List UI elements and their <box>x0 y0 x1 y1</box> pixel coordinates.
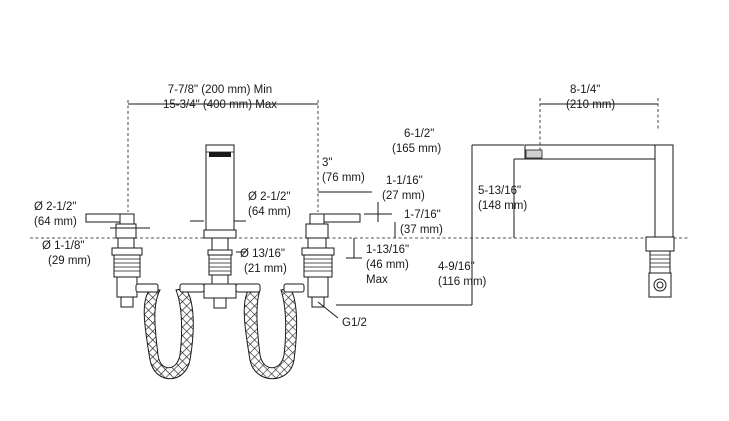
spout-side-view <box>524 144 675 298</box>
dimension-lines <box>110 98 659 319</box>
shank-dia-mm: (29 mm) <box>48 255 91 267</box>
max-deck-max: Max <box>366 274 388 286</box>
spout-reach-mm: (210 mm) <box>566 99 615 111</box>
handle-lever-mm: (37 mm) <box>400 224 443 236</box>
max-deck-in: 1-13/16" <box>366 244 409 256</box>
handle-top-mm: (27 mm) <box>382 190 425 202</box>
shank-dia-in: Ø 1-1/8" <box>42 240 84 252</box>
outlet-height-in: 5-13/16" <box>478 185 521 197</box>
spout-shank-dia-in: Ø 13/16" <box>240 248 285 260</box>
connection-label: G1/2 <box>342 317 367 329</box>
spout-reach-in: 8-1/4" <box>570 84 600 96</box>
right-handle-valve <box>301 213 361 308</box>
dimension-labels: 7-7/8" (200 mm) Min 15-3/4" (400 mm) Max… <box>34 84 615 329</box>
spout-shank-dia-mm: (21 mm) <box>244 263 287 275</box>
handle-spacing-min: 7-7/8" (200 mm) Min <box>168 84 272 96</box>
handle-escutcheon-dia-in: Ø 2-1/2" <box>34 201 76 213</box>
handle-height-in: 3" <box>322 157 332 169</box>
deck-to-connection-mm: (116 mm) <box>438 276 487 288</box>
handle-height-mm: (76 mm) <box>322 172 365 184</box>
handle-spacing-max: 15-3/4" (400 mm) Max <box>163 99 277 111</box>
spout-escutcheon-dia-in: Ø 2-1/2" <box>248 191 290 203</box>
supply-hoses <box>135 283 305 380</box>
handle-top-in: 1-1/16" <box>386 175 423 187</box>
center-spout <box>203 144 237 309</box>
spout-escutcheon-dia-mm: (64 mm) <box>248 206 291 218</box>
spout-height-mm: (165 mm) <box>392 143 441 155</box>
outlet-height-mm: (148 mm) <box>478 200 527 212</box>
deck-to-connection-in: 4-9/16" <box>438 261 475 273</box>
left-handle-valve <box>85 213 143 308</box>
handle-lever-in: 1-7/16" <box>404 209 441 221</box>
handle-escutcheon-dia-mm: (64 mm) <box>34 216 77 228</box>
spout-height-in: 6-1/2" <box>404 128 434 140</box>
max-deck-mm: (46 mm) <box>366 259 409 271</box>
